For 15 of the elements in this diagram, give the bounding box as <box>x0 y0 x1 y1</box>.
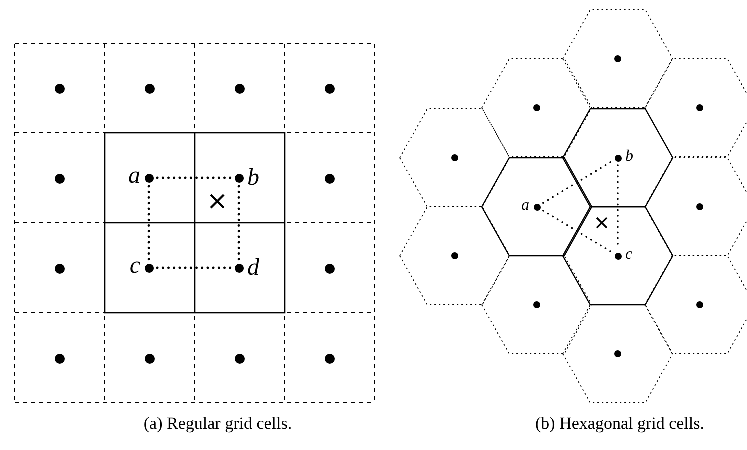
point-label: c <box>130 254 140 278</box>
dotted-line <box>156 266 232 270</box>
dotted-line <box>238 185 240 261</box>
point-label: b <box>626 149 634 165</box>
point-label: a <box>128 164 140 188</box>
caption: (a) Regular grid cells. <box>144 415 292 432</box>
caption: (b) Hexagonal grid cells. <box>536 415 704 432</box>
dotted-line <box>156 176 232 180</box>
dotted-line <box>148 185 150 261</box>
point-label: c <box>626 247 633 263</box>
point-label: b <box>248 166 260 190</box>
dotted-line <box>542 210 612 254</box>
dotted-line <box>542 160 612 204</box>
point-label: d <box>248 256 260 280</box>
point-label: a <box>522 198 530 214</box>
